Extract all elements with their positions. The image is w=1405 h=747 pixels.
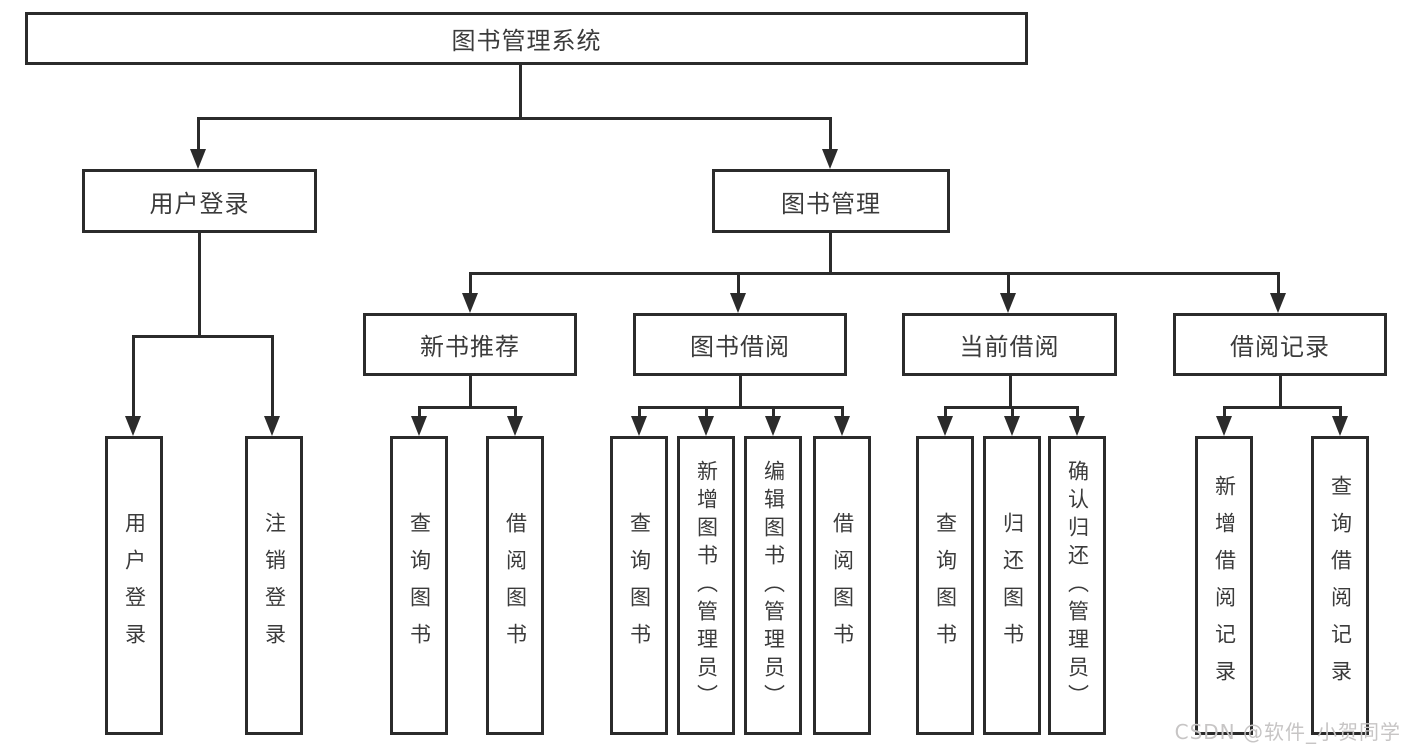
connector-line [196,117,200,151]
connector-line [131,335,274,338]
arrow-down-icon [1332,416,1348,436]
connector-line [468,272,472,295]
leaf-label: 查询图书 [627,511,652,660]
leaf-query-books-current: 查询图书 [916,436,974,735]
leaf-add-borrow-record: 新增借阅记录 [1195,436,1253,735]
leaf-label: 编辑图书（管理员） [761,459,786,712]
connector-line [637,406,844,409]
connector-line [1222,406,1342,409]
arrow-down-icon [411,416,427,436]
node-book-borrowing: 图书借阅 [633,313,847,376]
connector-line [196,117,831,120]
leaf-confirm-return-admin: 确认归还（管理员） [1048,436,1106,735]
leaf-label: 查询借阅记录 [1328,474,1353,697]
leaf-label: 注销登录 [262,511,287,660]
arrow-down-icon [730,293,746,313]
arrow-down-icon [507,416,523,436]
leaf-label: 借阅图书 [503,511,528,660]
node-label: 借阅记录 [1230,333,1330,361]
node-new-book-recommendation: 新书推荐 [363,313,577,376]
arrow-down-icon [1069,416,1085,436]
arrow-down-icon [462,293,478,313]
arrow-down-icon [264,416,280,436]
leaf-label: 查询图书 [933,511,958,660]
connector-line [943,406,947,420]
leaf-borrow-books: 借阅图书 [813,436,871,735]
connector-line [704,406,708,420]
connector-line [131,335,135,418]
node-label: 当前借阅 [959,333,1060,361]
node-label: 图书借阅 [690,333,790,361]
connector-line [736,272,740,295]
node-label: 用户登录 [149,189,250,218]
connector-line [197,233,201,338]
arrow-down-icon [698,416,714,436]
connector-line [828,233,832,275]
arrow-down-icon [1216,416,1232,436]
arrow-down-icon [937,416,953,436]
arrow-down-icon [190,149,206,169]
connector-line [1006,272,1010,295]
leaf-add-book-admin: 新增图书（管理员） [677,436,735,735]
node-user-login: 用户登录 [82,169,317,233]
node-label: 图书管理 [781,189,881,218]
leaf-logout: 注销登录 [245,436,303,735]
node-library-management-system: 图书管理系统 [25,12,1028,65]
connector-line [468,272,1280,275]
connector-line [828,117,832,151]
arrow-down-icon [1000,293,1016,313]
leaf-query-books-recommend: 查询图书 [390,436,448,735]
leaf-user-login: 用户登录 [105,436,163,735]
leaf-label: 借阅图书 [830,511,855,660]
connector-line [468,376,472,409]
arrow-down-icon [631,416,647,436]
connector-line [1075,406,1079,420]
arrow-down-icon [834,416,850,436]
connector-line [417,406,517,409]
leaf-query-books-borrowing: 查询图书 [610,436,668,735]
connector-line [513,406,517,420]
connector-line [270,335,274,418]
leaf-label: 新增借阅记录 [1212,474,1237,697]
arrow-down-icon [765,416,781,436]
node-label: 图书管理系统 [451,27,602,55]
connector-line [1010,406,1014,420]
connector-line [417,406,421,420]
node-borrowing-records: 借阅记录 [1173,313,1387,376]
connector-line [1008,376,1012,409]
leaf-query-borrow-record: 查询借阅记录 [1311,436,1369,735]
csdn-watermark: CSDN @软件_小贺同学 [1174,720,1401,744]
arrow-down-icon [1004,416,1020,436]
connector-line [1222,406,1226,420]
leaf-label: 用户登录 [122,511,147,660]
arrow-down-icon [822,149,838,169]
leaf-return-books: 归还图书 [983,436,1041,735]
leaf-label: 归还图书 [1000,511,1025,660]
leaf-edit-book-admin: 编辑图书（管理员） [744,436,802,735]
leaf-borrow-books-recommend: 借阅图书 [486,436,544,735]
arrow-down-icon [1270,293,1286,313]
node-book-management: 图书管理 [712,169,950,233]
connector-line [637,406,641,420]
node-current-borrowing: 当前借阅 [902,313,1117,376]
connector-line [1338,406,1342,420]
leaf-label: 确认归还（管理员） [1065,459,1090,712]
connector-line [840,406,844,420]
node-label: 新书推荐 [420,333,520,361]
connector-line [518,65,522,120]
leaf-label: 查询图书 [407,511,432,660]
arrow-down-icon [125,416,141,436]
connector-line [1276,272,1280,295]
leaf-label: 新增图书（管理员） [694,459,719,712]
connector-line [738,376,742,409]
connector-line [1278,376,1282,409]
connector-line [771,406,775,420]
